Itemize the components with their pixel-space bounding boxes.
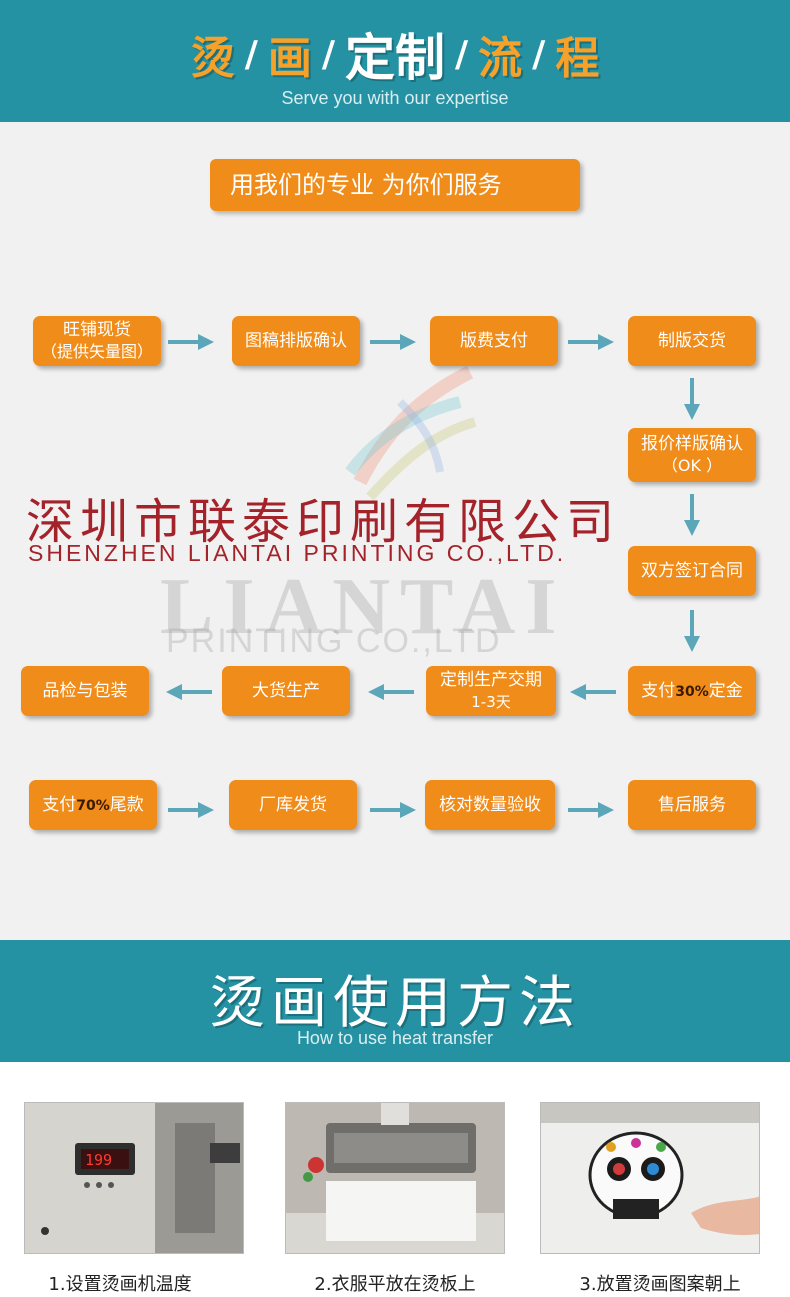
title-char-5: 程 [555, 33, 600, 84]
heat-press-with-shirt-image [286, 1103, 504, 1253]
watermark-brand-sub: PRINTING CO.,LTD [166, 622, 502, 660]
step-label-pre: 支付 [641, 680, 676, 701]
flow-step-artwork-confirm: 图稿排版确认 [232, 316, 360, 366]
step-label: 支付70%尾款 [42, 794, 144, 817]
temperature-display: 199 [85, 1151, 112, 1169]
watermark-company-en: SHENZHEN LIANTAI PRINTING CO.,LTD. [28, 540, 567, 566]
arrow-left-icon [368, 684, 414, 700]
step-label: 制版交货 [658, 331, 726, 351]
step-label-post: 尾款 [109, 794, 144, 815]
feather-logo-icon [345, 365, 477, 501]
arrow-down-icon [684, 494, 700, 536]
step-label: 品检与包装 [42, 681, 128, 701]
arrow-right-icon [370, 334, 416, 350]
flow-step-sample-confirm: 报价样版确认 （OK ） [628, 428, 756, 482]
skull-transfer-image [541, 1103, 759, 1253]
heat-press-controller-image: 199 [25, 1103, 243, 1253]
flow-step-plate-fee: 版费支付 [430, 316, 558, 366]
flow-step-shipping: 厂库发货 [229, 780, 357, 830]
title-separator: / [455, 33, 469, 75]
arrow-right-icon [168, 802, 214, 818]
step-photo-press-shirt [285, 1102, 505, 1254]
title-separator: / [321, 33, 335, 75]
title-char-1: 烫 [190, 33, 235, 84]
arrow-right-icon [568, 334, 614, 350]
flow-step-after-sales: 售后服务 [628, 780, 756, 830]
flow-step-qc-packing: 品检与包装 [21, 666, 149, 716]
process-flow-area: LIANTAI PRINTING CO.,LTD 深圳市联泰印刷有限公司 SHE… [0, 122, 790, 940]
step-label-post: 定金 [708, 680, 743, 701]
step-label: 旺铺现货 [63, 320, 131, 340]
step-label-percent: 30% [675, 683, 709, 700]
watermark-company-cn: 深圳市联泰印刷有限公司 [26, 494, 621, 550]
flow-step-final-payment: 支付70%尾款 [29, 780, 157, 830]
step-label: 定制生产交期 [440, 670, 542, 690]
step-label: 图稿排版确认 [245, 331, 347, 351]
step-label-percent: 70% [76, 797, 110, 814]
title-char-2: 画 [267, 33, 312, 84]
flow-step-stock: 旺铺现货 （提供矢量图） [33, 316, 161, 366]
flow-step-acceptance: 核对数量验收 [425, 780, 555, 830]
title-char-4: 流 [478, 33, 523, 84]
flow-step-plate-delivery: 制版交货 [628, 316, 756, 366]
step-caption-3: 3.放置烫画图案朝上 [579, 1274, 741, 1295]
flow-step-mass-production: 大货生产 [222, 666, 350, 716]
step-caption-2: 2.衣服平放在烫板上 [314, 1274, 476, 1295]
step-label: 支付30%定金 [641, 680, 743, 703]
arrow-right-icon [568, 802, 614, 818]
step-label: 报价样版确认 [641, 434, 743, 454]
header-subtitle: Serve you with our expertise [281, 88, 509, 108]
step-photo-temperature: 199 [24, 1102, 244, 1254]
step-label: 核对数量验收 [439, 795, 541, 815]
flow-step-deposit: 支付30%定金 [628, 666, 756, 716]
arrow-down-icon [684, 378, 700, 420]
arrow-left-icon [166, 684, 212, 700]
step-label: 版费支付 [460, 331, 528, 351]
tagline-banner: 用我们的专业 为你们服务 [210, 159, 580, 211]
usage-subtitle: How to use heat transfer [296, 1028, 494, 1048]
step-sublabel: （提供矢量图） [40, 342, 153, 361]
header-banner: 烫 / 画 / 定制 / 流 / 程 Serve you with our ex… [0, 0, 790, 122]
arrow-right-icon [370, 802, 416, 818]
title-char-3: 定制 [345, 29, 445, 87]
step-photo-place-design [540, 1102, 760, 1254]
flow-step-production-time: 定制生产交期 1-3天 [426, 666, 556, 716]
process-title: 烫 / 画 / 定制 / 流 / 程 [0, 18, 790, 90]
step-label: 双方签订合同 [641, 561, 743, 581]
arrow-right-icon [168, 334, 214, 350]
title-separator: / [532, 33, 546, 75]
title-separator: / [244, 33, 258, 75]
usage-title: 烫画使用方法 [209, 971, 581, 1036]
step-label: 大货生产 [252, 681, 320, 701]
step-caption-1: 1.设置烫画机温度 [48, 1274, 192, 1295]
arrow-down-icon [684, 610, 700, 652]
arrow-left-icon [570, 684, 616, 700]
step-label: 售后服务 [658, 795, 726, 815]
step-label: 厂库发货 [259, 795, 327, 815]
step-sublabel: （OK ） [661, 456, 723, 475]
usage-banner: 烫画使用方法 How to use heat transfer [0, 940, 790, 1062]
flow-step-sign-contract: 双方签订合同 [628, 546, 756, 596]
step-label-pre: 支付 [42, 794, 77, 815]
watermark-brand: LIANTAI [160, 563, 567, 651]
step-sublabel: 1-3天 [471, 693, 511, 711]
